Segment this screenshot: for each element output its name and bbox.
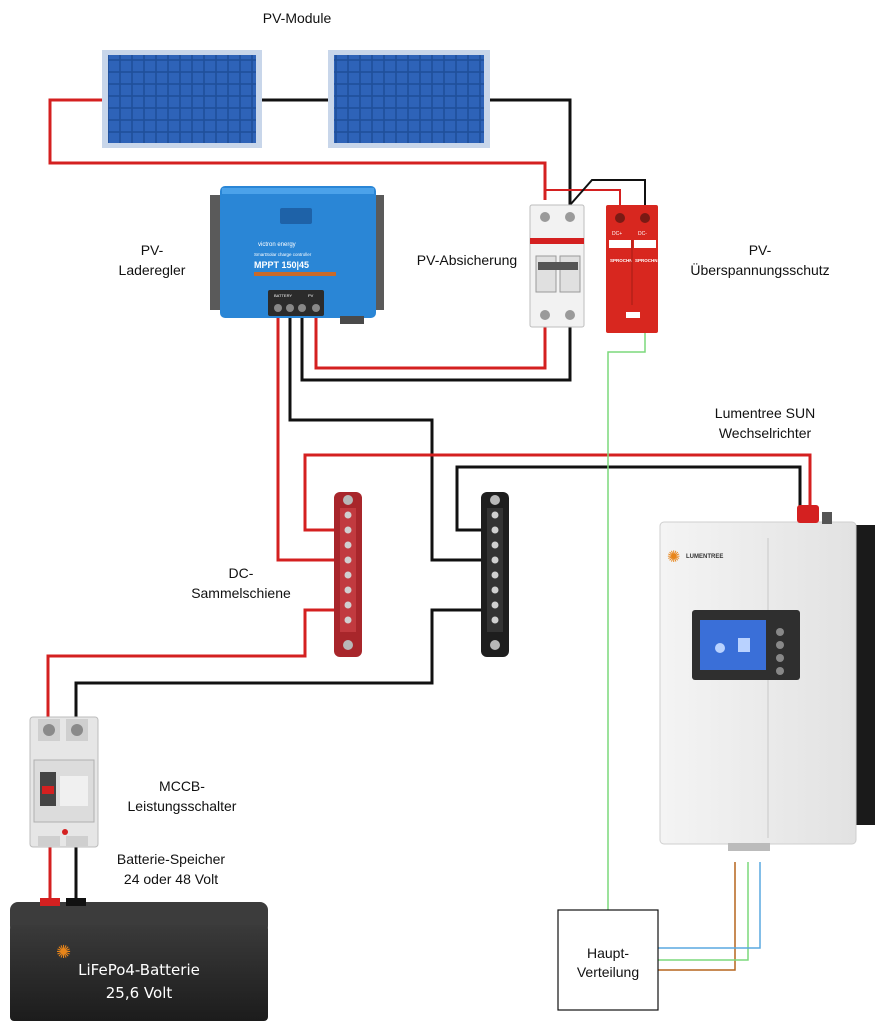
- label-mccb-2: Leistungsschalter: [128, 798, 237, 814]
- busbar-to-mccb-positive: [46, 608, 345, 725]
- label-busbar-2: Sammelschiene: [191, 585, 291, 601]
- fuse-to-controller-negative: [300, 318, 572, 382]
- wiring: [46, 98, 812, 971]
- controller-to-busbar-negative: [288, 318, 492, 562]
- busbar-positive: [334, 492, 362, 657]
- battery-logo-icon: ✺: [56, 942, 71, 962]
- pv-module-2: [328, 50, 490, 148]
- label-inverter-1: Lumentree SUN: [715, 405, 815, 421]
- label-busbar-1: DC-: [229, 565, 254, 581]
- label-battery-storage-1: Batterie-Speicher: [117, 851, 226, 867]
- spd-brand-right: SPROCHN: [635, 258, 658, 263]
- controller-series: SmartSolar charge controller: [254, 252, 312, 257]
- main-distribution-label-2: Verteilung: [577, 964, 639, 980]
- label-charge-controller-1: PV-: [141, 242, 164, 258]
- pv-fuse-breaker: [529, 204, 585, 328]
- ac-phase-wire: [658, 862, 736, 971]
- label-inverter-2: Wechselrichter: [719, 425, 812, 441]
- labels: PV-Module PV- Laderegler PV-Absicherung …: [117, 10, 830, 887]
- label-mccb-1: MCCB-: [159, 778, 205, 794]
- inverter: ✺ LUMENTREE: [659, 505, 875, 851]
- fuse-to-controller-positive: [314, 318, 547, 370]
- controller-terminal-pv: PV: [308, 293, 314, 298]
- controller-terminal-battery: BATTERY: [274, 293, 292, 298]
- pv-negative-wire: [490, 98, 572, 205]
- label-charge-controller-2: Laderegler: [119, 262, 186, 278]
- busbar-negative: [481, 492, 509, 657]
- mccb-breaker: [29, 716, 99, 848]
- ac-earth-wire: [658, 862, 749, 961]
- main-distribution-box: Haupt- Verteilung: [557, 909, 659, 1011]
- spd-jumper-negative: [569, 179, 646, 206]
- pv-positive-wire: [48, 98, 547, 200]
- spd-dc-plus: DC+: [612, 231, 622, 237]
- label-pv-modules: PV-Module: [263, 10, 332, 26]
- busbar-to-mccb-negative: [74, 608, 492, 725]
- controller-model: MPPT 150|45: [254, 260, 309, 270]
- inverter-to-busbar-positive: [303, 453, 812, 532]
- pv-module-1: [102, 50, 262, 148]
- inverter-logo-icon: ✺: [667, 549, 680, 566]
- inverter-brand: LUMENTREE: [686, 554, 723, 560]
- main-distribution-label-1: Haupt-: [587, 945, 629, 961]
- charge-controller: victron energy SmartSolar charge control…: [210, 186, 384, 324]
- battery-label-2: 25,6 Volt: [106, 984, 173, 1002]
- surge-protection-device: DC+ DC- SPROCHN SPROCHN: [606, 205, 658, 333]
- controller-to-busbar-positive: [276, 318, 345, 562]
- battery-label-1: LiFePo4-Batterie: [78, 961, 200, 979]
- controller-brand: victron energy: [258, 242, 296, 248]
- label-battery-storage-2: 24 oder 48 Volt: [124, 871, 218, 887]
- inverter-to-busbar-negative: [455, 465, 802, 532]
- spd-earth-wire: [607, 333, 646, 910]
- spd-dc-minus: DC-: [638, 231, 647, 237]
- label-surge-protection-1: PV-: [749, 242, 772, 258]
- spd-brand-left: SPROCHN: [610, 258, 633, 263]
- label-surge-protection-2: Überspannungsschutz: [690, 261, 829, 278]
- ac-neutral-wire: [658, 862, 761, 949]
- label-pv-fuse: PV-Absicherung: [417, 252, 517, 268]
- battery: ✺ LiFePo4-Batterie 25,6 Volt: [10, 898, 268, 1021]
